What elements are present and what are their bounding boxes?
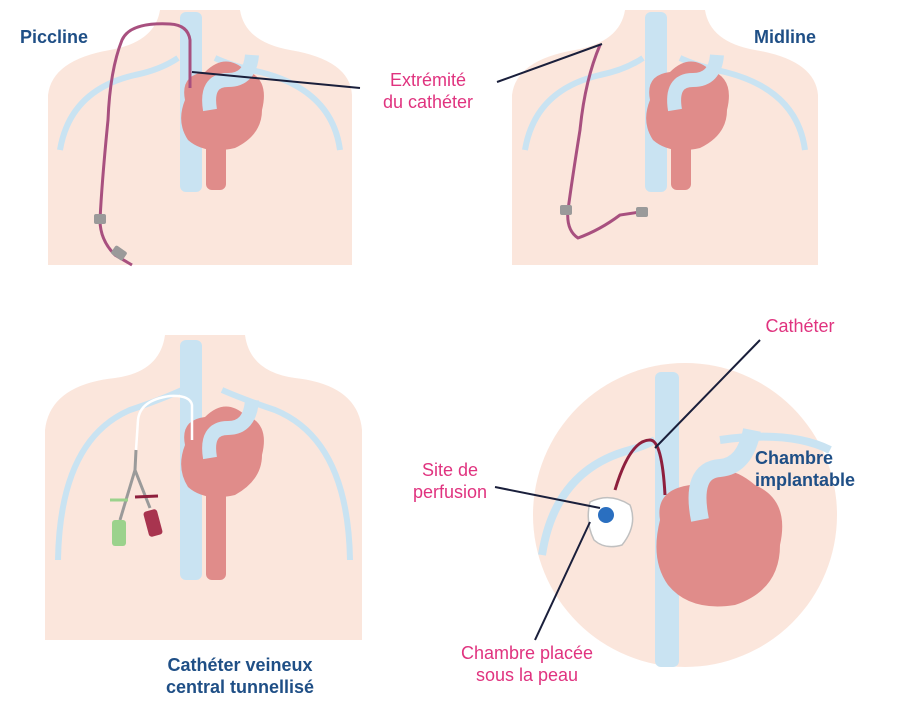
label-catheter-tip-line1: Extrémité: [358, 70, 498, 92]
piccline-illustration: [48, 10, 352, 265]
title-midline: Midline: [754, 27, 816, 49]
title-piccline: Piccline: [20, 27, 88, 49]
title-implantable-chamber: Chambre implantable: [755, 448, 905, 491]
label-chamber-under-skin: Chambre placée sous la peau: [422, 643, 632, 686]
port-illustration: [533, 363, 837, 667]
midline-connector: [636, 207, 648, 217]
midline-clamp: [560, 205, 572, 215]
tunnelled-illustration: [45, 335, 362, 640]
label-catheter: Cathéter: [745, 316, 855, 338]
label-chamber-line2: sous la peau: [422, 665, 632, 687]
title-chamber-line1: Chambre: [755, 448, 905, 470]
label-catheter-tip: Extrémité du cathéter: [358, 70, 498, 113]
port-body: [588, 498, 632, 547]
label-chamber-line1: Chambre placée: [422, 643, 632, 665]
label-infusion-site-line1: Site de: [395, 460, 505, 482]
port-septum: [598, 507, 614, 523]
title-tunnelled-catheter: Cathéter veineux central tunnellisé: [120, 655, 360, 698]
label-infusion-site-line2: perfusion: [395, 482, 505, 504]
catheter-clamp: [94, 214, 106, 224]
title-tunnelled-line1: Cathéter veineux: [120, 655, 360, 677]
label-catheter-tip-line2: du cathéter: [358, 92, 498, 114]
title-tunnelled-line2: central tunnellisé: [120, 677, 360, 699]
title-chamber-line2: implantable: [755, 470, 905, 492]
clamp-red: [135, 496, 158, 497]
hub-green: [112, 520, 126, 546]
label-infusion-site: Site de perfusion: [395, 460, 505, 503]
